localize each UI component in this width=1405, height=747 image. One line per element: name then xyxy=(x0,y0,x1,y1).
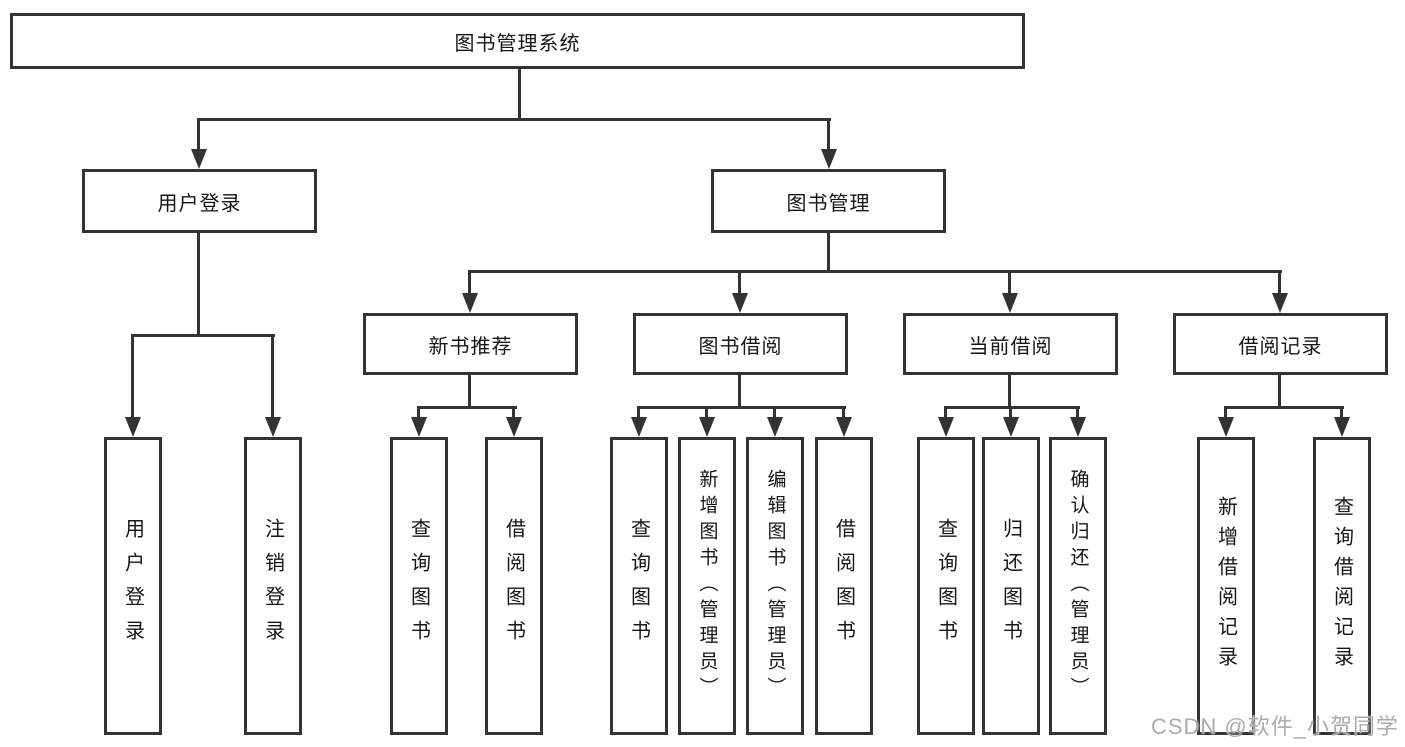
leaf-confirm-return-admin: 确认归还（管理员） xyxy=(1049,437,1107,735)
arrow-down-icon xyxy=(821,149,837,169)
leaf-edit-book-admin: 编辑图书（管理员） xyxy=(746,437,804,735)
leaf-label: 归还图书 xyxy=(999,518,1022,654)
connector-line xyxy=(944,406,947,419)
connector-line xyxy=(271,334,274,419)
connector-line xyxy=(1076,406,1079,419)
arrow-down-icon xyxy=(1003,417,1019,437)
node-book-borrow: 图书借阅 xyxy=(633,313,848,375)
connector-line xyxy=(197,233,200,337)
node-library-system: 图书管理系统 xyxy=(10,13,1025,69)
leaf-return-books: 归还图书 xyxy=(982,437,1040,735)
leaf-query-borrow-record: 查询借阅记录 xyxy=(1313,437,1371,735)
arrow-down-icon xyxy=(631,417,647,437)
arrow-down-icon xyxy=(411,417,427,437)
arrow-down-icon xyxy=(1334,417,1350,437)
connector-line xyxy=(512,406,515,419)
leaf-logout: 注销登录 xyxy=(244,437,302,735)
node-book-management: 图书管理 xyxy=(711,169,946,233)
arrow-down-icon xyxy=(1218,417,1234,437)
node-label: 图书管理系统 xyxy=(454,32,581,55)
node-user-login: 用户登录 xyxy=(82,169,317,233)
node-new-book-recommend: 新书推荐 xyxy=(363,313,578,375)
node-borrow-records: 借阅记录 xyxy=(1173,313,1388,375)
connector-line xyxy=(842,406,845,419)
arrow-down-icon xyxy=(1070,417,1086,437)
leaf-label: 新增借阅记录 xyxy=(1214,496,1237,676)
connector-line xyxy=(468,270,471,295)
leaf-add-book-admin: 新增图书（管理员） xyxy=(678,437,736,735)
leaf-label: 编辑图书（管理员） xyxy=(764,469,786,703)
connector-line xyxy=(1278,270,1281,295)
arrow-down-icon xyxy=(938,417,954,437)
connector-line xyxy=(738,270,741,295)
connector-line xyxy=(1008,270,1011,295)
connector-line xyxy=(468,270,1282,273)
leaf-label: 确认归还（管理员） xyxy=(1067,469,1089,703)
connector-line xyxy=(197,118,200,150)
node-label: 当前借阅 xyxy=(968,335,1053,358)
connector-line xyxy=(131,334,134,419)
connector-line xyxy=(1340,406,1343,419)
connector-line xyxy=(131,334,275,337)
leaf-label: 用户登录 xyxy=(121,518,144,654)
leaf-borrow-books-recommend: 借阅图书 xyxy=(485,437,543,735)
connector-line xyxy=(827,118,830,150)
connector-line xyxy=(705,406,708,419)
connector-line xyxy=(944,406,1080,409)
node-label: 新书推荐 xyxy=(428,335,513,358)
leaf-label: 查询图书 xyxy=(627,518,650,654)
leaf-label: 注销登录 xyxy=(261,518,284,654)
connector-line xyxy=(417,406,420,419)
leaf-label: 查询图书 xyxy=(407,518,430,654)
connector-line xyxy=(637,406,640,419)
arrow-down-icon xyxy=(1002,293,1018,313)
leaf-label: 借阅图书 xyxy=(832,518,855,654)
watermark: CSDN @软件_小贺同学 xyxy=(1150,714,1399,739)
arrow-down-icon xyxy=(836,417,852,437)
leaf-user-login: 用户登录 xyxy=(104,437,162,735)
connector-line xyxy=(1278,375,1281,409)
arrow-down-icon xyxy=(191,149,207,169)
connector-line xyxy=(518,69,521,120)
arrow-down-icon xyxy=(462,293,478,313)
connector-line xyxy=(1224,406,1227,419)
leaf-add-borrow-record: 新增借阅记录 xyxy=(1197,437,1255,735)
arrow-down-icon xyxy=(125,417,141,437)
arrow-down-icon xyxy=(506,417,522,437)
leaf-query-books-borrow: 查询图书 xyxy=(610,437,668,735)
connector-line xyxy=(1224,406,1344,409)
leaf-label: 查询借阅记录 xyxy=(1330,496,1353,676)
leaf-label: 新增图书（管理员） xyxy=(696,469,718,703)
connector-line xyxy=(637,406,846,409)
leaf-label: 借阅图书 xyxy=(502,518,525,654)
node-current-borrow: 当前借阅 xyxy=(903,313,1118,375)
leaf-query-books-recommend: 查询图书 xyxy=(390,437,448,735)
connector-line xyxy=(827,233,830,273)
leaf-query-books-current: 查询图书 xyxy=(917,437,975,735)
arrow-down-icon xyxy=(732,293,748,313)
arrow-down-icon xyxy=(265,417,281,437)
arrow-down-icon xyxy=(699,417,715,437)
leaf-label: 查询图书 xyxy=(934,518,957,654)
node-label: 图书管理 xyxy=(786,192,871,215)
connector-line xyxy=(1008,375,1011,409)
connector-line xyxy=(417,406,517,409)
connector-line xyxy=(197,118,831,121)
leaf-borrow-books: 借阅图书 xyxy=(815,437,873,735)
connector-line xyxy=(1009,406,1012,419)
connector-line xyxy=(773,406,776,419)
node-label: 借阅记录 xyxy=(1238,335,1323,358)
arrow-down-icon xyxy=(767,417,783,437)
connector-line xyxy=(468,375,471,409)
node-label: 图书借阅 xyxy=(698,335,783,358)
connector-line xyxy=(738,375,741,409)
node-label: 用户登录 xyxy=(157,192,242,215)
arrow-down-icon xyxy=(1272,293,1288,313)
